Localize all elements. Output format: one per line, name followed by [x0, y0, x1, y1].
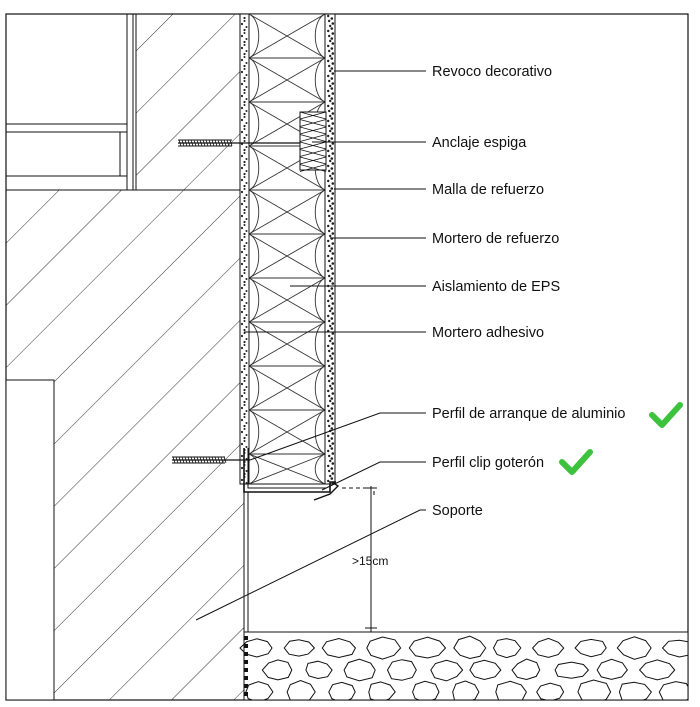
window-frame [6, 14, 134, 190]
label-malla-de-refuerzo: Malla de refuerzo [432, 182, 544, 198]
ground-edge-marks [244, 636, 248, 696]
adhesive-mortar-dots [240, 16, 248, 484]
label-perfil-clip: Perfil clip goterón [432, 455, 544, 471]
label-mortero-de-refuerzo: Mortero de refuerzo [432, 231, 559, 247]
check-icon [559, 449, 593, 475]
starter-profile-inner [247, 448, 326, 489]
check-icon [649, 402, 683, 428]
leader-lines [195, 70, 426, 621]
label-soporte: Soporte [432, 503, 483, 519]
upper-wall-section [135, 14, 245, 191]
eps-insulation-pattern [248, 14, 326, 485]
label-mortero-adhesivo: Mortero adhesivo [432, 325, 544, 341]
ground-area [243, 631, 688, 700]
height-dimension [342, 486, 377, 632]
dimension-label: >15cm [352, 554, 388, 568]
label-perfil-arranque: Perfil de arranque de aluminio [432, 406, 625, 422]
anchor-upper [178, 111, 327, 172]
lower-left-panel [6, 379, 55, 700]
label-revoco-decorativo: Revoco decorativo [432, 64, 552, 80]
label-aislamiento-eps: Aislamiento de EPS [432, 279, 560, 295]
anchor-lower [172, 456, 250, 464]
eps-insulation [248, 14, 326, 485]
label-anclaje-espiga: Anclaje espiga [432, 135, 527, 151]
gravel-pattern [239, 635, 688, 700]
